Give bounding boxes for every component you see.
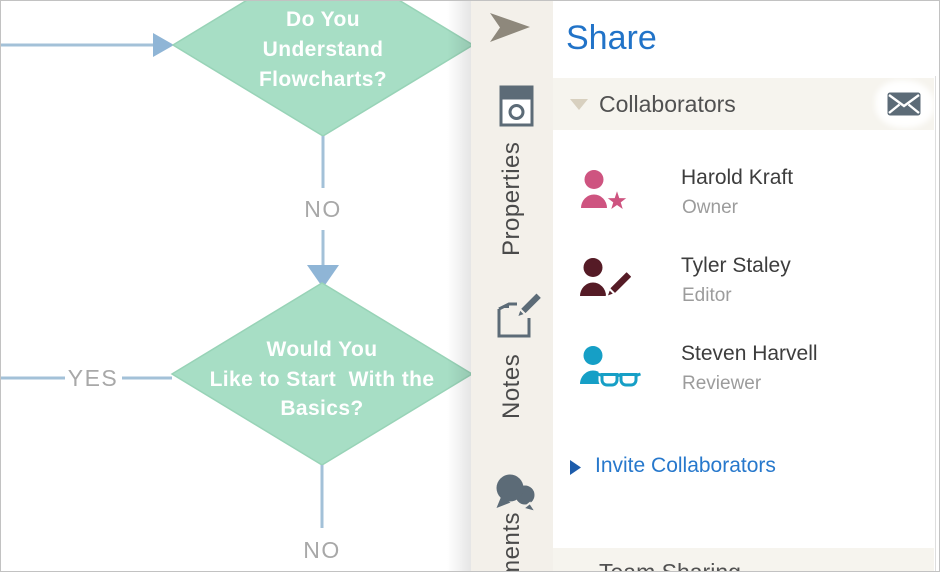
collaborators-section-header[interactable]: Collaborators	[553, 78, 935, 130]
properties-icon[interactable]	[499, 85, 535, 132]
triangle-right-icon	[569, 459, 582, 481]
chevron-down-icon[interactable]	[569, 98, 589, 116]
mail-icon[interactable]	[887, 92, 921, 121]
share-panel-title: Share	[566, 19, 657, 57]
collaborator-row[interactable]: Harold Kraft Owner	[579, 165, 929, 225]
edge-label-yes: YES	[68, 365, 119, 391]
team-sharing-section-header[interactable]: Team Sharing	[553, 548, 934, 572]
arrowhead-right	[153, 33, 174, 57]
connector-q1-to-q2[interactable]: NO	[304, 136, 342, 288]
decision-node-q1[interactable]	[171, 1, 471, 137]
comments-icon[interactable]	[491, 472, 541, 521]
connector-into-q1[interactable]	[1, 33, 174, 57]
panel-dock: Properties Notes Comments	[471, 1, 553, 572]
q2-text-line1: Would You	[267, 338, 378, 361]
connector-q2-no[interactable]: NO	[303, 465, 341, 563]
scrollbar-track[interactable]	[935, 76, 936, 571]
tab-notes[interactable]: Notes	[498, 353, 525, 419]
invite-collaborators-label: Invite Collaborators	[595, 454, 776, 477]
q1-text-line3: Flowcharts?	[259, 68, 387, 91]
collaborators-header-label: Collaborators	[599, 91, 736, 117]
invite-collaborators-link[interactable]: Invite Collaborators	[553, 451, 883, 483]
edge-label-no-bottom: NO	[303, 537, 341, 563]
collaborator-role: Editor	[682, 285, 732, 306]
share-panel: Share Collaborators	[553, 1, 939, 572]
tab-comments[interactable]: Comments	[498, 511, 525, 572]
collaborator-name: Tyler Staley	[681, 254, 791, 277]
q2-text-line3: Basics?	[280, 397, 363, 420]
q2-text-line2: Like to Start With the	[210, 368, 435, 391]
notes-icon[interactable]	[495, 291, 544, 345]
collaborator-row[interactable]: Tyler Staley Editor	[579, 253, 929, 313]
q1-text-line1: Do You	[286, 8, 360, 31]
user-pencil-icon	[580, 258, 633, 299]
collaborator-role: Reviewer	[682, 373, 762, 394]
q1-text-line2: Understand	[263, 38, 384, 61]
collaborator-name: Harold Kraft	[681, 166, 794, 189]
collapse-arrow-icon[interactable]	[489, 12, 531, 49]
flowchart-canvas[interactable]: Do You Understand Flowcharts? NO Would Y…	[1, 1, 471, 572]
collaborator-name: Steven Harvell	[681, 342, 818, 365]
collaborator-role: Owner	[682, 197, 738, 218]
edge-label-no-top: NO	[304, 196, 342, 222]
connector-q2-yes[interactable]: YES	[1, 365, 172, 391]
user-glasses-icon	[580, 346, 641, 389]
arrowhead-down	[307, 265, 339, 288]
user-star-icon	[581, 170, 631, 214]
collaborator-row[interactable]: Steven Harvell Reviewer	[579, 341, 929, 401]
decision-node-q2[interactable]	[170, 282, 471, 466]
tab-properties[interactable]: Properties	[498, 141, 525, 256]
team-sharing-header-label: Team Sharing	[599, 559, 741, 572]
